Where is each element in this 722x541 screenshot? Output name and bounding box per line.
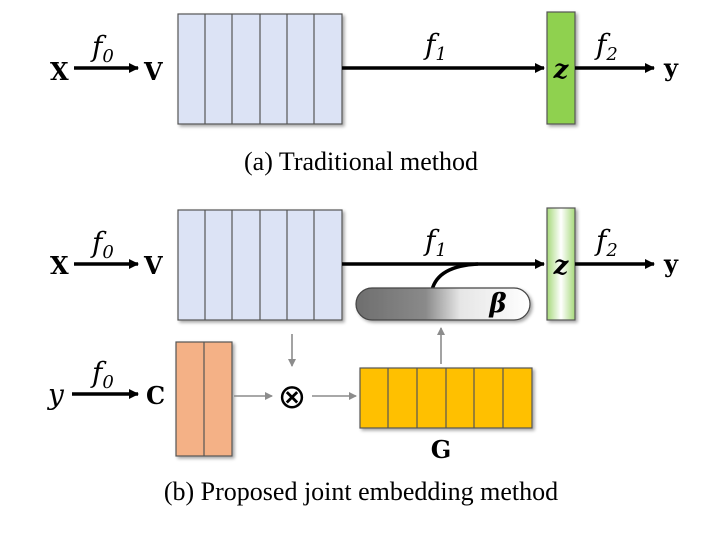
f0-label-b: f0 xyxy=(90,226,114,263)
f1-label-b: f1 xyxy=(423,224,447,261)
beta-capsule xyxy=(355,287,531,321)
multiply-operator: ⊗ xyxy=(278,377,307,417)
f2-label: f2 xyxy=(594,28,618,65)
label-y-input: y xyxy=(46,378,65,411)
input-x-label-b: X xyxy=(50,251,69,280)
f1-label: f1 xyxy=(423,28,447,65)
z-label-b: z xyxy=(553,251,570,281)
panel-b: X f0 V f1 z f2 y β y f0 C xyxy=(46,207,679,506)
output-y-label-b: y xyxy=(663,249,679,278)
beta-modulation-curve xyxy=(430,262,479,291)
z-label: z xyxy=(553,55,570,85)
z-embedding-block-b xyxy=(546,207,576,321)
v-feature-dividers-b xyxy=(204,210,315,320)
output-y-label: y xyxy=(663,53,679,82)
f0-label: f0 xyxy=(90,30,114,67)
g-label: G xyxy=(431,435,452,464)
v-label: V xyxy=(143,57,163,86)
caption-a: (a) Traditional method xyxy=(244,147,478,176)
panel-a: X f0 V f1 z f2 y (a) Traditional method xyxy=(50,11,679,176)
caption-b: (b) Proposed joint embedding method xyxy=(164,477,558,506)
label-f0-label: f0 xyxy=(90,356,114,393)
g-block-dividers xyxy=(387,368,504,428)
beta-label: β xyxy=(488,289,506,319)
c-label: C xyxy=(146,381,165,410)
v-feature-dividers xyxy=(204,14,315,124)
z-embedding-block xyxy=(546,11,576,125)
f2-label-b: f2 xyxy=(594,224,618,261)
input-x-label: X xyxy=(50,57,69,86)
v-label-b: V xyxy=(143,251,163,280)
